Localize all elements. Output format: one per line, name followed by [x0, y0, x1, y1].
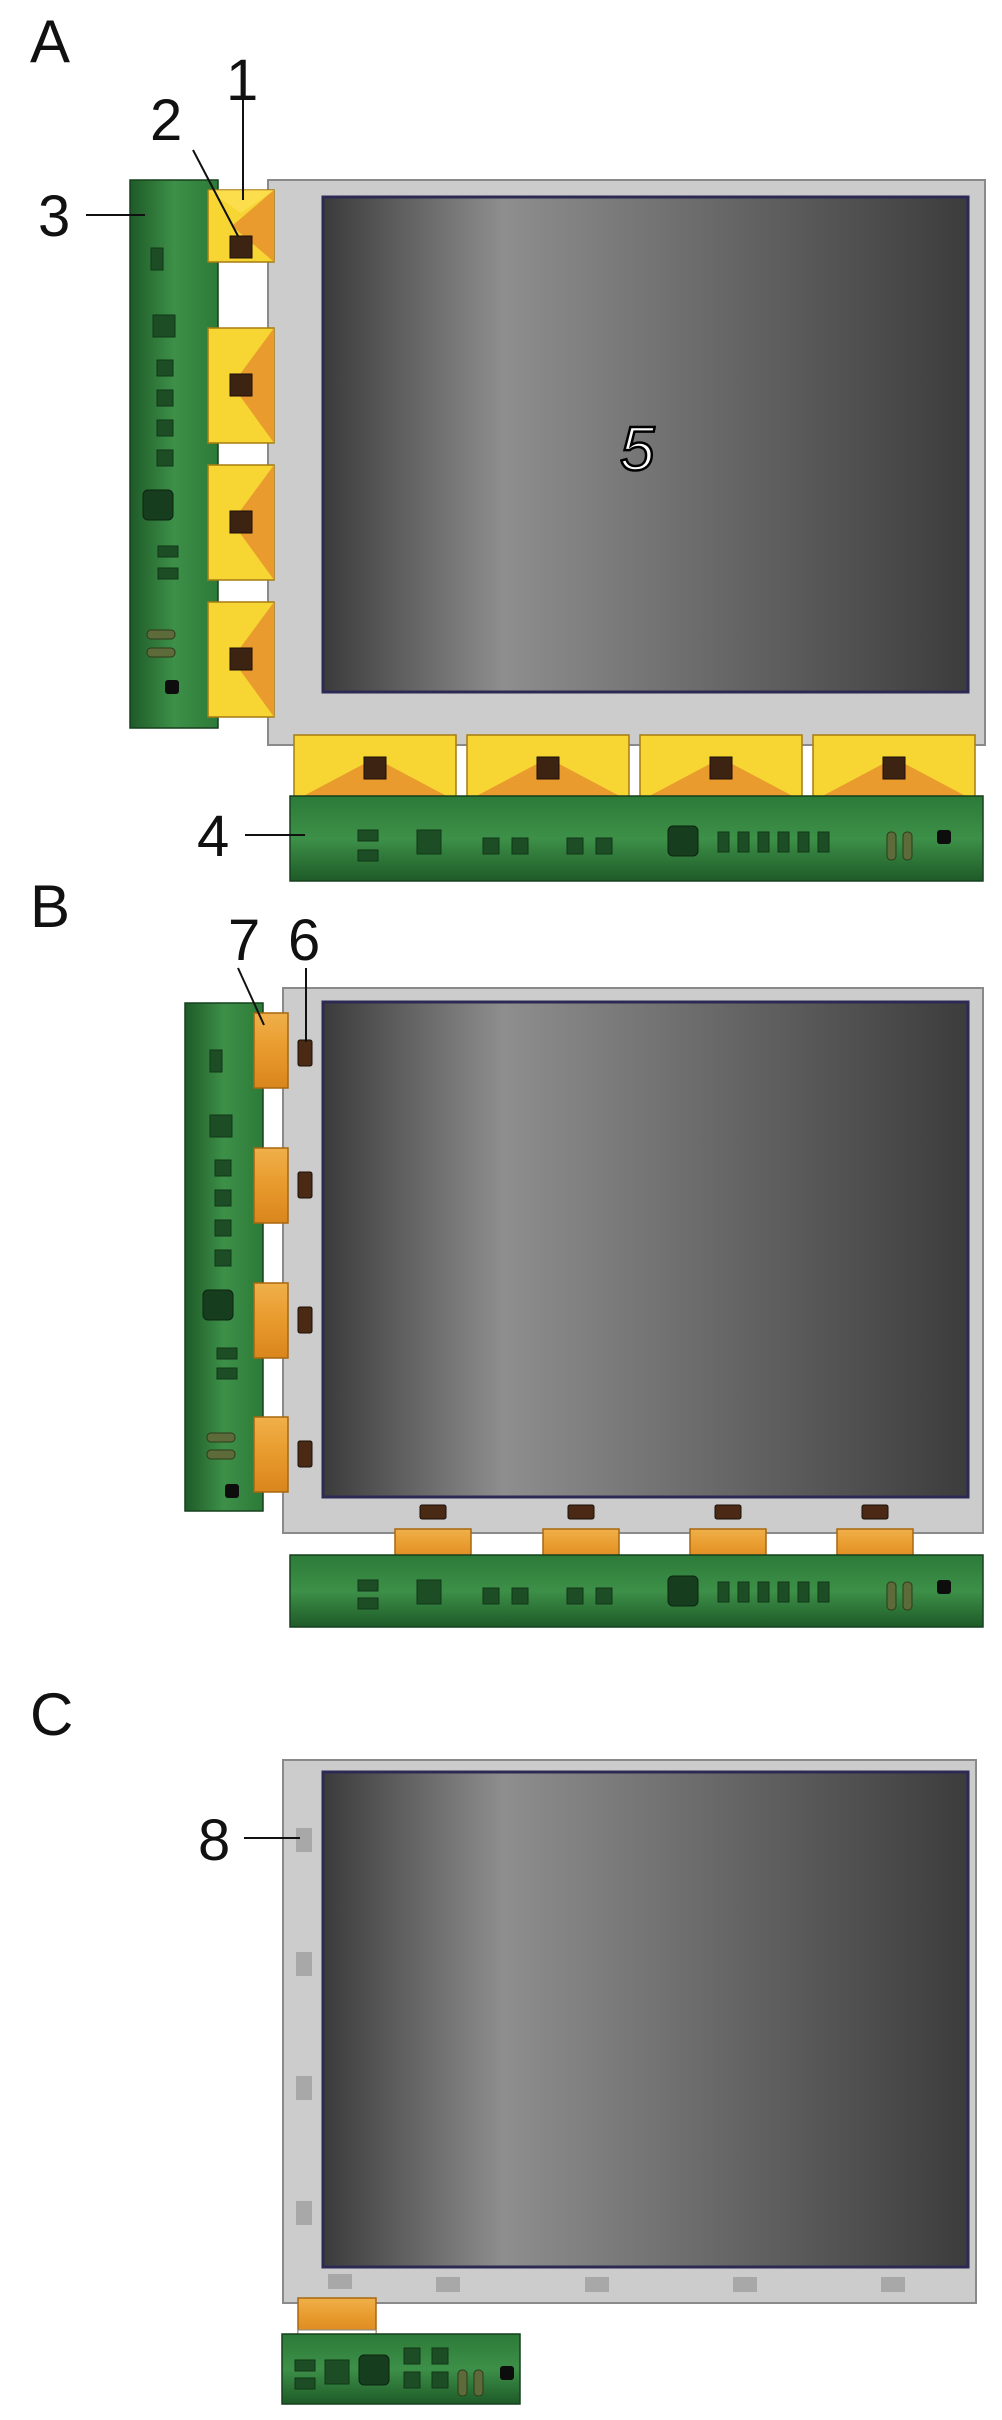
flex-connector — [253, 1416, 289, 1493]
flex-connector — [253, 1012, 289, 1089]
leader-7 — [237, 967, 265, 1026]
flex-connector — [253, 1282, 289, 1359]
bonding-pad — [881, 2277, 905, 2292]
callout-7: 7 — [228, 908, 260, 973]
panel-a: A — [30, 8, 986, 882]
lcd-screen — [321, 195, 970, 694]
bonding-pad — [733, 2277, 757, 2292]
panel-label-b: B — [30, 873, 70, 940]
callout-5: 5 — [620, 415, 655, 484]
panel-label-c: C — [30, 1681, 73, 1748]
bonding-pad — [328, 2274, 352, 2289]
tab-connector — [812, 734, 976, 802]
callout-3: 3 — [38, 184, 70, 249]
driver-chip — [297, 1039, 313, 1067]
tab-connector — [293, 734, 457, 802]
left-pcb — [184, 1002, 264, 1512]
bonding-pad — [296, 1828, 312, 1852]
panel-c: C — [30, 1681, 977, 2405]
tab-connector — [639, 734, 803, 802]
small-pcb — [281, 2333, 521, 2405]
callout-2: 2 — [150, 88, 182, 153]
tab-connector — [207, 189, 275, 263]
flex-connector — [253, 1147, 289, 1224]
driver-chip — [297, 1171, 313, 1199]
left-pcb — [129, 179, 219, 729]
left-tab-connectors — [207, 189, 275, 718]
bottom-pcb — [289, 1554, 984, 1628]
left-flex-connectors — [253, 1012, 313, 1493]
driver-chip — [297, 1440, 313, 1468]
bonding-pad — [296, 2201, 312, 2225]
bonding-pads — [296, 1828, 905, 2292]
driver-chip — [297, 1306, 313, 1334]
tab-connector — [207, 327, 275, 444]
panel-label-a: A — [30, 8, 70, 75]
callout-6: 6 — [288, 908, 320, 973]
bottom-pcb — [289, 795, 984, 882]
driver-chip — [567, 1504, 595, 1520]
panel-b: B — [30, 873, 984, 1628]
callout-1: 1 — [226, 48, 258, 113]
driver-chip — [714, 1504, 742, 1520]
callout-4: 4 — [197, 804, 229, 869]
lcd-screen — [321, 1770, 970, 2269]
bottom-tab-connectors — [293, 734, 976, 802]
bonding-pad — [296, 1952, 312, 1976]
callout-8: 8 — [198, 1808, 230, 1873]
driver-chip — [419, 1504, 447, 1520]
bonding-pad — [436, 2277, 460, 2292]
bonding-pad — [296, 2076, 312, 2100]
driver-chip — [861, 1504, 889, 1520]
tab-connector — [207, 601, 275, 718]
bonding-pad — [585, 2277, 609, 2292]
lcd-screen — [321, 1000, 970, 1499]
tab-connector — [207, 464, 275, 581]
leader-2 — [192, 149, 239, 237]
tab-connector — [466, 734, 630, 802]
